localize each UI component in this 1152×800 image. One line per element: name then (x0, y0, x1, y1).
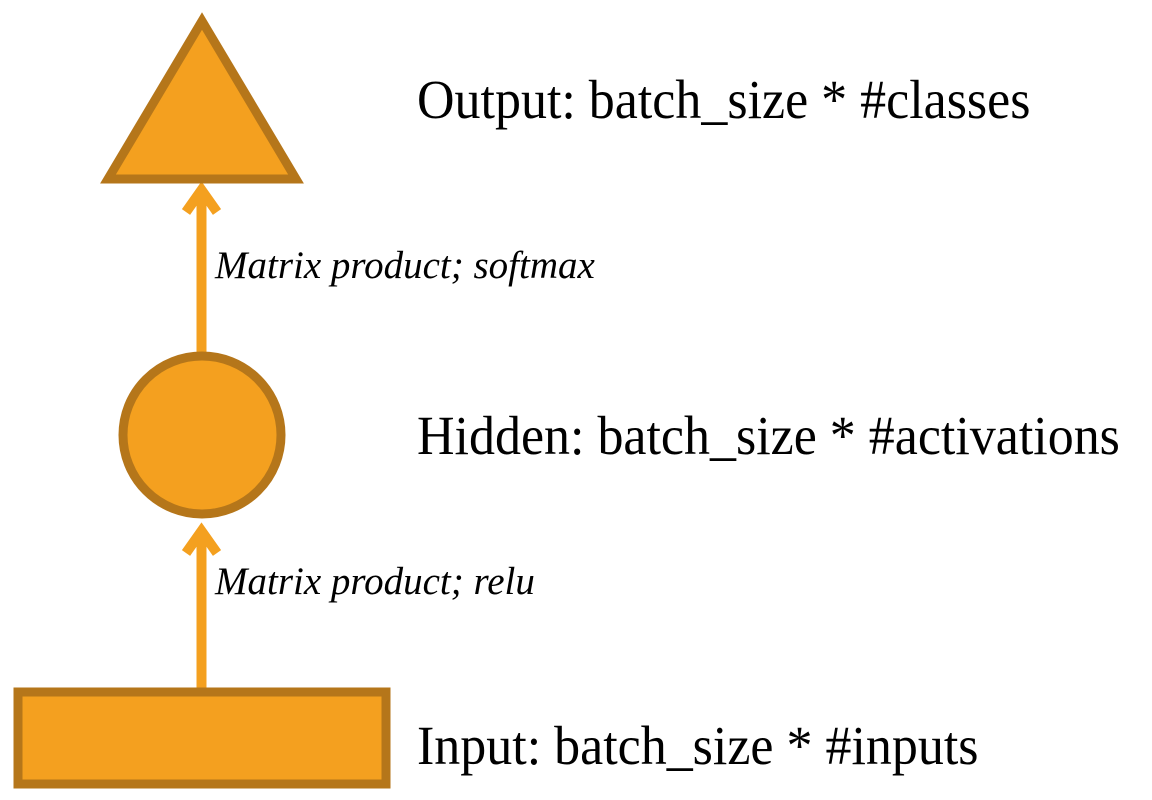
node-output-label: Output: batch_size * #classes (417, 69, 1031, 130)
node-hidden-label: Hidden: batch_size * #activations (417, 405, 1120, 466)
edge-input-to-hidden-arrowhead (181, 522, 222, 556)
edge-input-to-hidden (181, 522, 222, 692)
node-input-label: Input: batch_size * #inputs (417, 715, 979, 776)
edge-hidden-to-output-arrowhead (181, 181, 222, 215)
node-input-rectangle[interactable] (13, 687, 391, 789)
edge-input-to-hidden-label: Matrix product; relu (215, 560, 535, 603)
edge-hidden-to-output-label: Matrix product; softmax (215, 244, 595, 287)
node-output-triangle[interactable] (100, 12, 304, 184)
edge-hidden-to-output (181, 181, 222, 360)
node-hidden-circle[interactable] (118, 351, 286, 519)
